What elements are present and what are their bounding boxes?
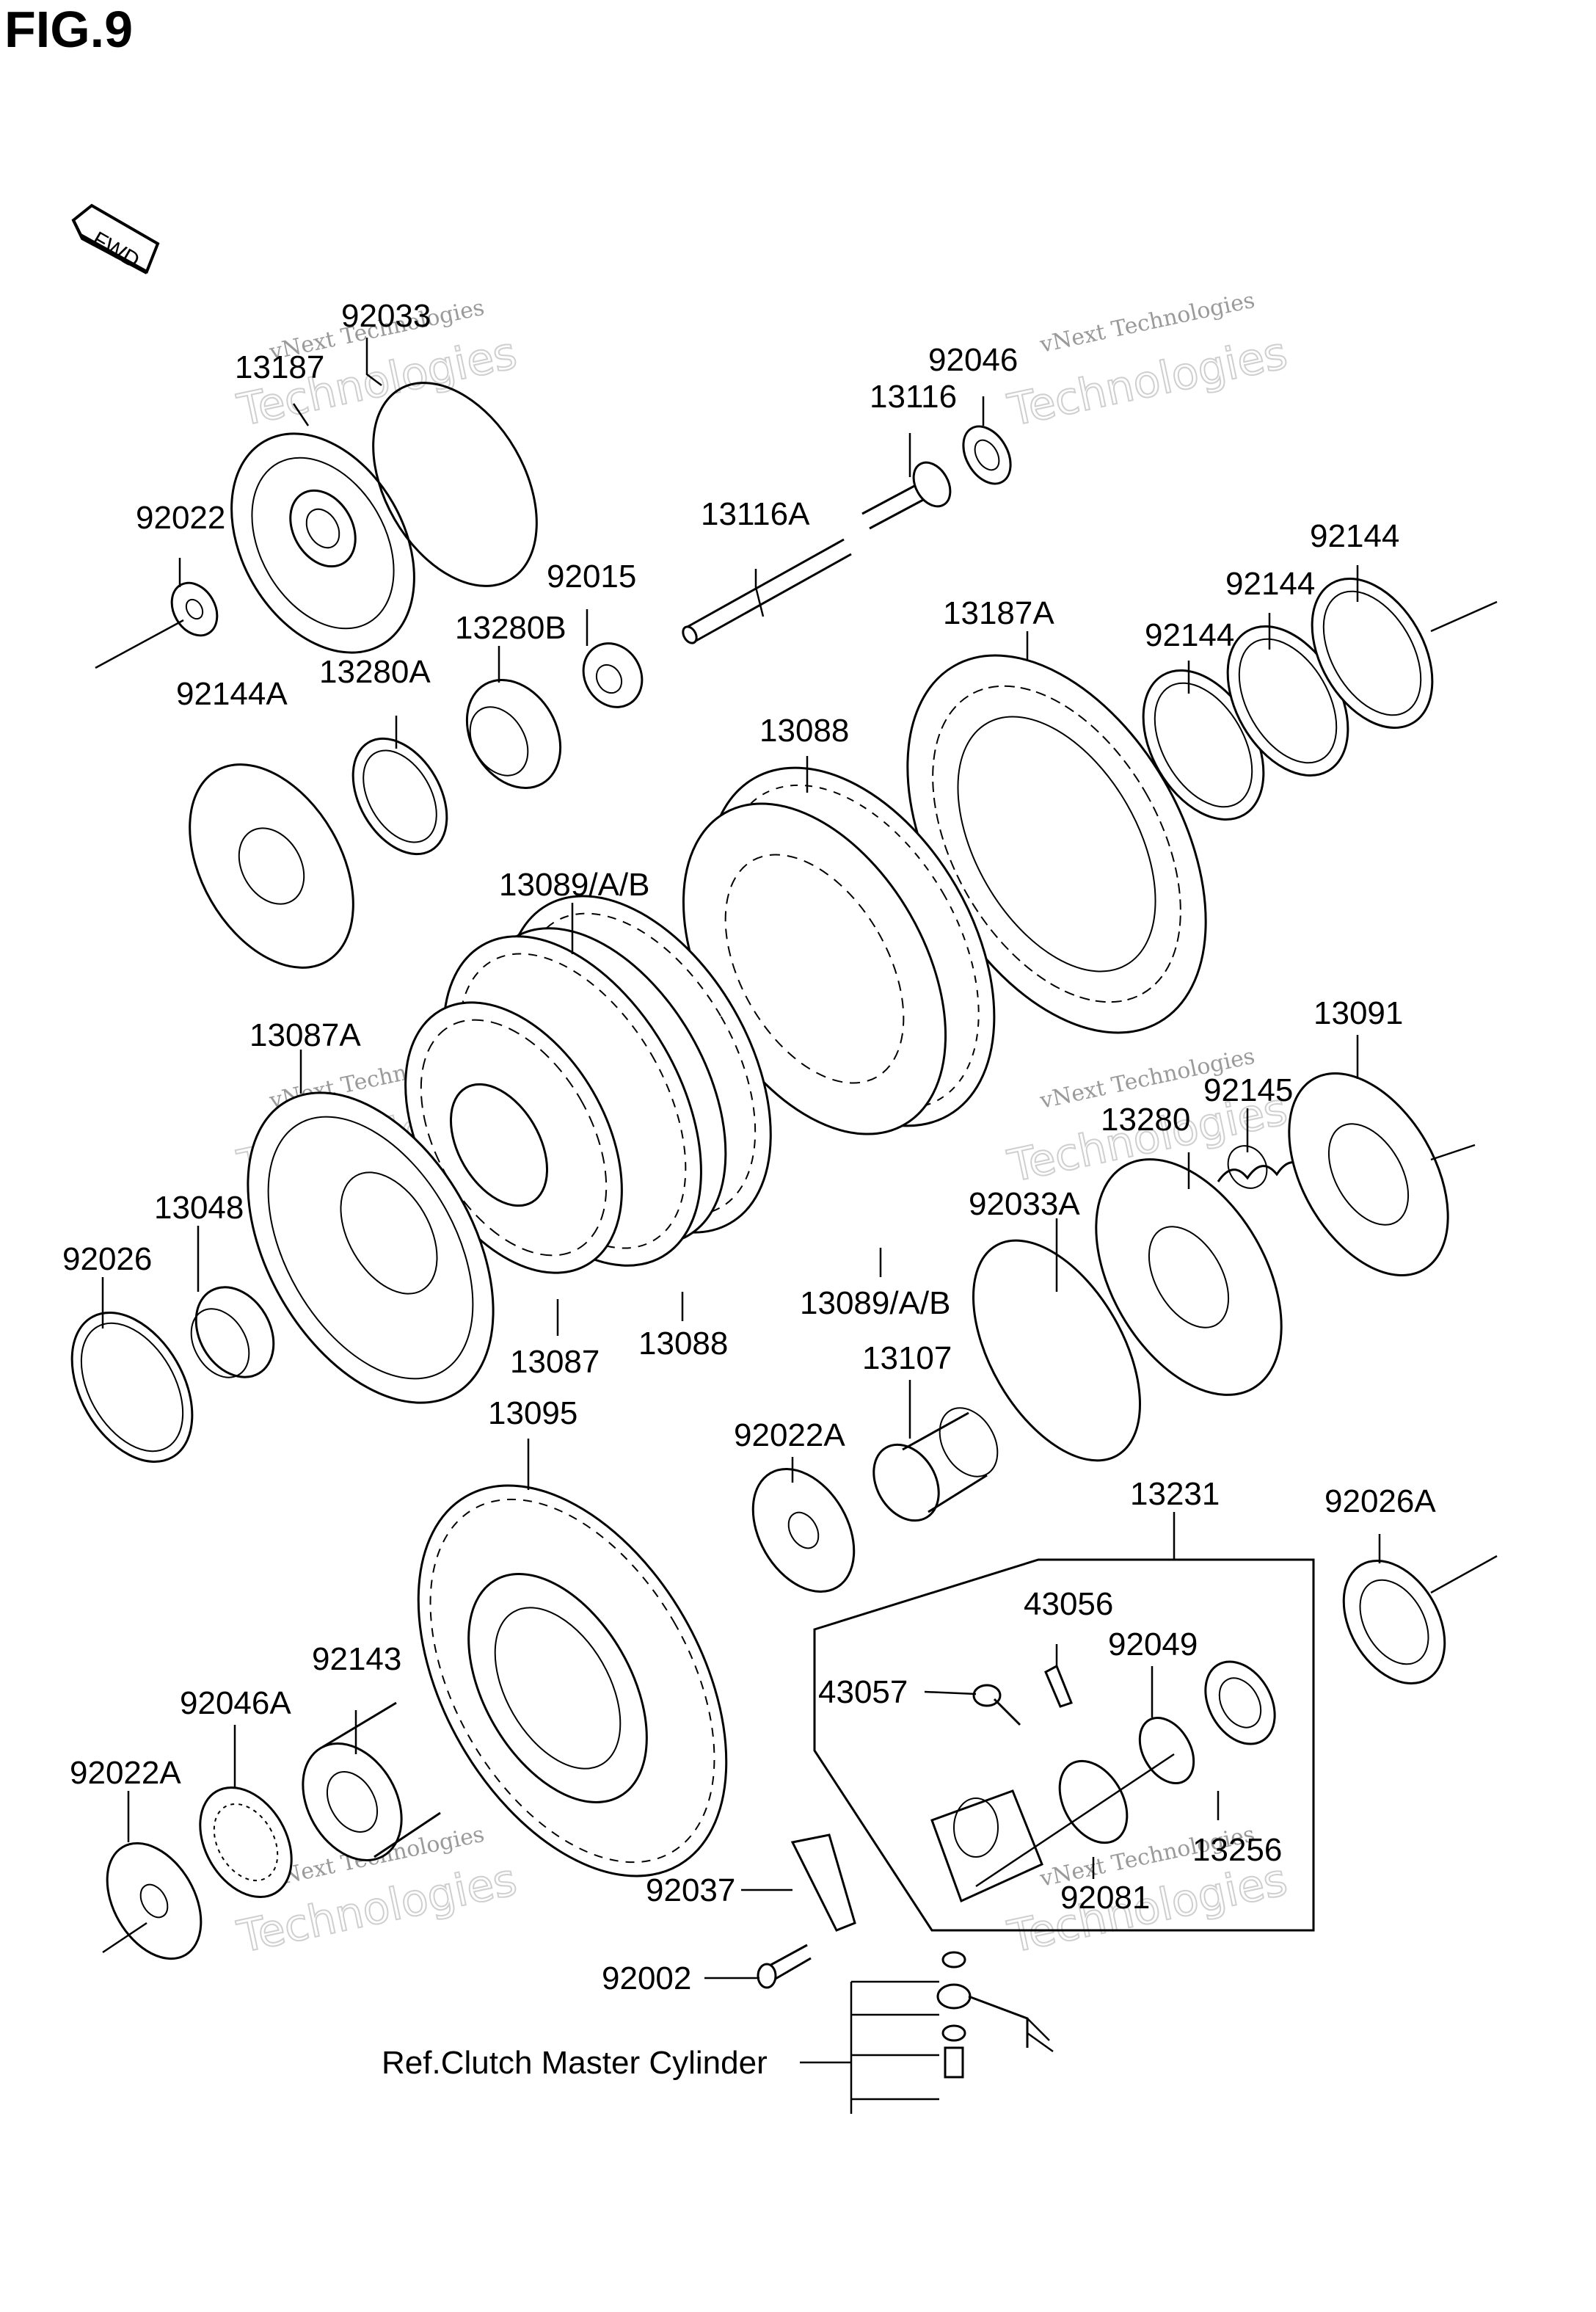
part-hose-fittings xyxy=(936,1951,1029,2079)
part-slave-cylinder-body xyxy=(930,1789,1043,1903)
callout-label: 13116A xyxy=(701,496,810,532)
callout-label: 13095 xyxy=(488,1395,577,1431)
part-13107-sleeve xyxy=(872,1407,999,1522)
callout-label: 92046A xyxy=(180,1685,291,1721)
part-92022A-washer-lower xyxy=(106,1842,203,1960)
part-92046-bearing xyxy=(962,425,1012,485)
callout-label: 92002 xyxy=(602,1960,691,1996)
fwd-arrow-icon: FWD xyxy=(71,203,160,275)
callout-label: 13087A xyxy=(249,1017,361,1053)
part-92002-bolt xyxy=(757,1944,812,1989)
part-13116A-rod xyxy=(682,538,852,644)
callout-label: 92049 xyxy=(1108,1626,1198,1662)
callout-label: 92022A xyxy=(70,1755,181,1791)
part-92145-spring xyxy=(1217,1145,1308,1189)
part-92033A-ring xyxy=(972,1239,1141,1462)
part-92015-nut xyxy=(582,642,644,708)
callout-label: 92144A xyxy=(176,676,288,712)
callout-label: 13088 xyxy=(759,713,849,749)
part-13231-assembly-box xyxy=(813,1558,1315,1932)
callout-label: 92026 xyxy=(62,1241,152,1277)
part-92081-boot xyxy=(1058,1759,1129,1844)
part-92022-washer xyxy=(170,581,219,637)
part-92026-ring xyxy=(70,1312,194,1463)
part-13280-plate xyxy=(1095,1158,1283,1396)
part-13256-piston xyxy=(1204,1660,1276,1745)
callout-label: 92022 xyxy=(136,500,225,536)
part-13087A-damper xyxy=(247,1091,495,1404)
callout-label: 92022A xyxy=(734,1417,845,1453)
callout-label: 13087 xyxy=(510,1344,600,1380)
callout-label: 13107 xyxy=(862,1340,952,1376)
callout-label: 92026A xyxy=(1324,1483,1436,1519)
callout-label: 13091 xyxy=(1313,995,1403,1031)
callout-label: 13187 xyxy=(235,349,324,385)
callout-label: 13231 xyxy=(1130,1476,1220,1512)
part-92144A-disk xyxy=(189,763,354,969)
part-92049-seal xyxy=(1138,1716,1195,1785)
part-92046A-bearing xyxy=(199,1786,293,1899)
callout-label: 13280A xyxy=(319,654,431,690)
callout-label: 13256 xyxy=(1192,1832,1282,1868)
callout-label: 13280B xyxy=(455,610,566,646)
part-92143-collar xyxy=(302,1701,441,1861)
part-92033-ring xyxy=(372,382,538,587)
part-13116-pushrod xyxy=(861,461,952,530)
part-13187A-plate xyxy=(906,654,1207,1034)
callout-label: 92015 xyxy=(547,559,636,595)
part-43056-bleeder xyxy=(1044,1664,1073,1708)
callout-label: 92081 xyxy=(1060,1880,1150,1916)
callout-label: 92145 xyxy=(1203,1072,1293,1108)
callout-label: 92033A xyxy=(969,1186,1080,1222)
callout-label: 92144 xyxy=(1310,518,1399,554)
callout-label: 92143 xyxy=(312,1641,401,1677)
callout-label: 92046 xyxy=(928,342,1018,378)
part-92026A-gasket xyxy=(1342,1559,1446,1685)
callout-label: 13089/A/B xyxy=(800,1285,951,1321)
callout-labels: 92033 13187 92022 92144A 13280A 13280B 9… xyxy=(62,298,1436,2081)
callout-label: 13089/A/B xyxy=(499,867,650,903)
callout-label: 13280 xyxy=(1101,1102,1190,1138)
part-13095-housing xyxy=(417,1484,728,1877)
part-13091-plate xyxy=(1288,1072,1449,1276)
callout-label: 43056 xyxy=(1024,1586,1113,1622)
part-13280A-bearing xyxy=(351,737,448,856)
callout-label: Ref.Clutch Master Cylinder xyxy=(382,2045,768,2081)
part-92037-pin xyxy=(790,1833,856,1932)
leader-lines xyxy=(95,338,1498,2114)
callout-label: 13187A xyxy=(943,595,1054,631)
callout-label: 92033 xyxy=(341,298,431,334)
callout-label: 92144 xyxy=(1145,617,1234,653)
callout-label: 13048 xyxy=(154,1190,244,1226)
part-13048-collar xyxy=(190,1286,275,1378)
part-92022A-washer xyxy=(751,1467,856,1593)
figure-title: FIG.9 xyxy=(4,1,134,58)
part-92144-shims xyxy=(1142,578,1434,821)
part-43057-cap xyxy=(972,1684,1021,1726)
callout-label: 92144 xyxy=(1225,566,1315,602)
part-13280B-sleeve xyxy=(465,678,562,790)
part-13187-plate xyxy=(230,432,415,654)
callout-label: 92037 xyxy=(646,1872,735,1908)
callout-label: 13116 xyxy=(870,379,957,415)
callout-label: 43057 xyxy=(818,1674,908,1710)
callout-label: 13088 xyxy=(638,1326,728,1362)
